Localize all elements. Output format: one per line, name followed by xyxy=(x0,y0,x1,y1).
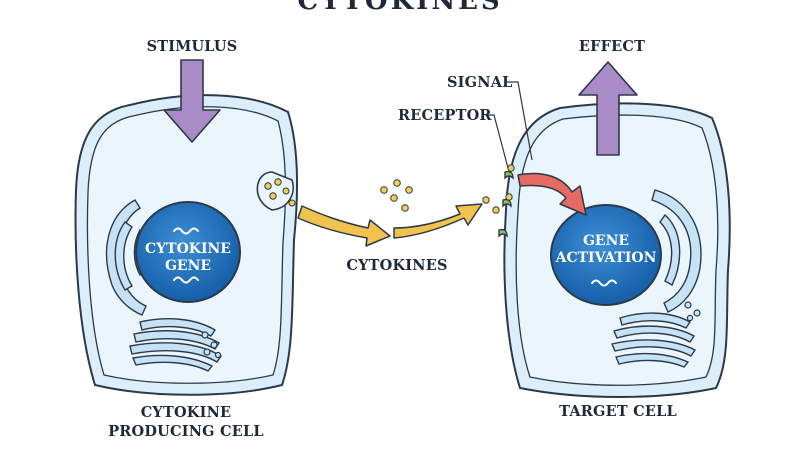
bound-cytokines xyxy=(505,164,515,201)
producing-cell-label-line2: PRODUCING CELL xyxy=(108,423,264,440)
producing-cell-nucleus xyxy=(135,201,241,303)
target-cell-nucleus xyxy=(550,204,662,306)
target-cell xyxy=(498,102,731,398)
cytokine-arrow-2 xyxy=(393,203,483,239)
dna-squiggle-icon xyxy=(173,276,199,284)
stimulus-label: STIMULUS xyxy=(146,38,238,55)
target-nucleus-label: GENE ACTIVATION xyxy=(556,233,657,267)
signal-arrow xyxy=(517,172,587,216)
producing-cell xyxy=(74,94,299,396)
dna-squiggle-icon xyxy=(173,227,199,235)
producing-cell-vesicles xyxy=(201,331,222,359)
cytokine-arrow-1 xyxy=(297,205,391,247)
signal-label: SIGNAL xyxy=(447,74,513,91)
producing-cell-label-line1: CYTOKINE xyxy=(140,404,232,421)
stimulus-arrow xyxy=(163,59,221,143)
secretion-vesicle xyxy=(256,171,294,211)
target-cell-vesicles xyxy=(684,301,701,322)
target-cell-label: TARGET CELL xyxy=(559,403,677,420)
receptor-leader-line xyxy=(486,114,509,169)
receptor-label: RECEPTOR xyxy=(398,107,492,124)
dna-squiggle-icon xyxy=(591,279,617,287)
producing-nucleus-label: CYTOKINE GENE xyxy=(145,241,231,275)
effect-label: EFFECT xyxy=(578,38,646,55)
producing-nucleus-line1: CYTOKINE xyxy=(145,241,231,257)
producing-nucleus-line2: GENE xyxy=(164,258,212,274)
free-cytokines xyxy=(380,179,500,214)
target-cell-golgi xyxy=(611,312,697,368)
receptor-icon xyxy=(504,170,514,180)
receptor-icon xyxy=(498,228,508,238)
effect-arrow xyxy=(578,61,638,156)
target-nucleus-line2: ACTIVATION xyxy=(555,250,657,266)
signal-leader-line xyxy=(507,81,533,161)
producing-cell-label: CYTOKINE PRODUCING CELL xyxy=(108,403,264,441)
vesicle-cytokines xyxy=(264,178,296,207)
target-nucleus-line1: GENE xyxy=(582,233,630,249)
cytokines-label: CYTOKINES xyxy=(346,257,448,274)
producing-cell-golgi xyxy=(129,318,222,372)
page-title: CYTOKINES xyxy=(297,0,503,16)
